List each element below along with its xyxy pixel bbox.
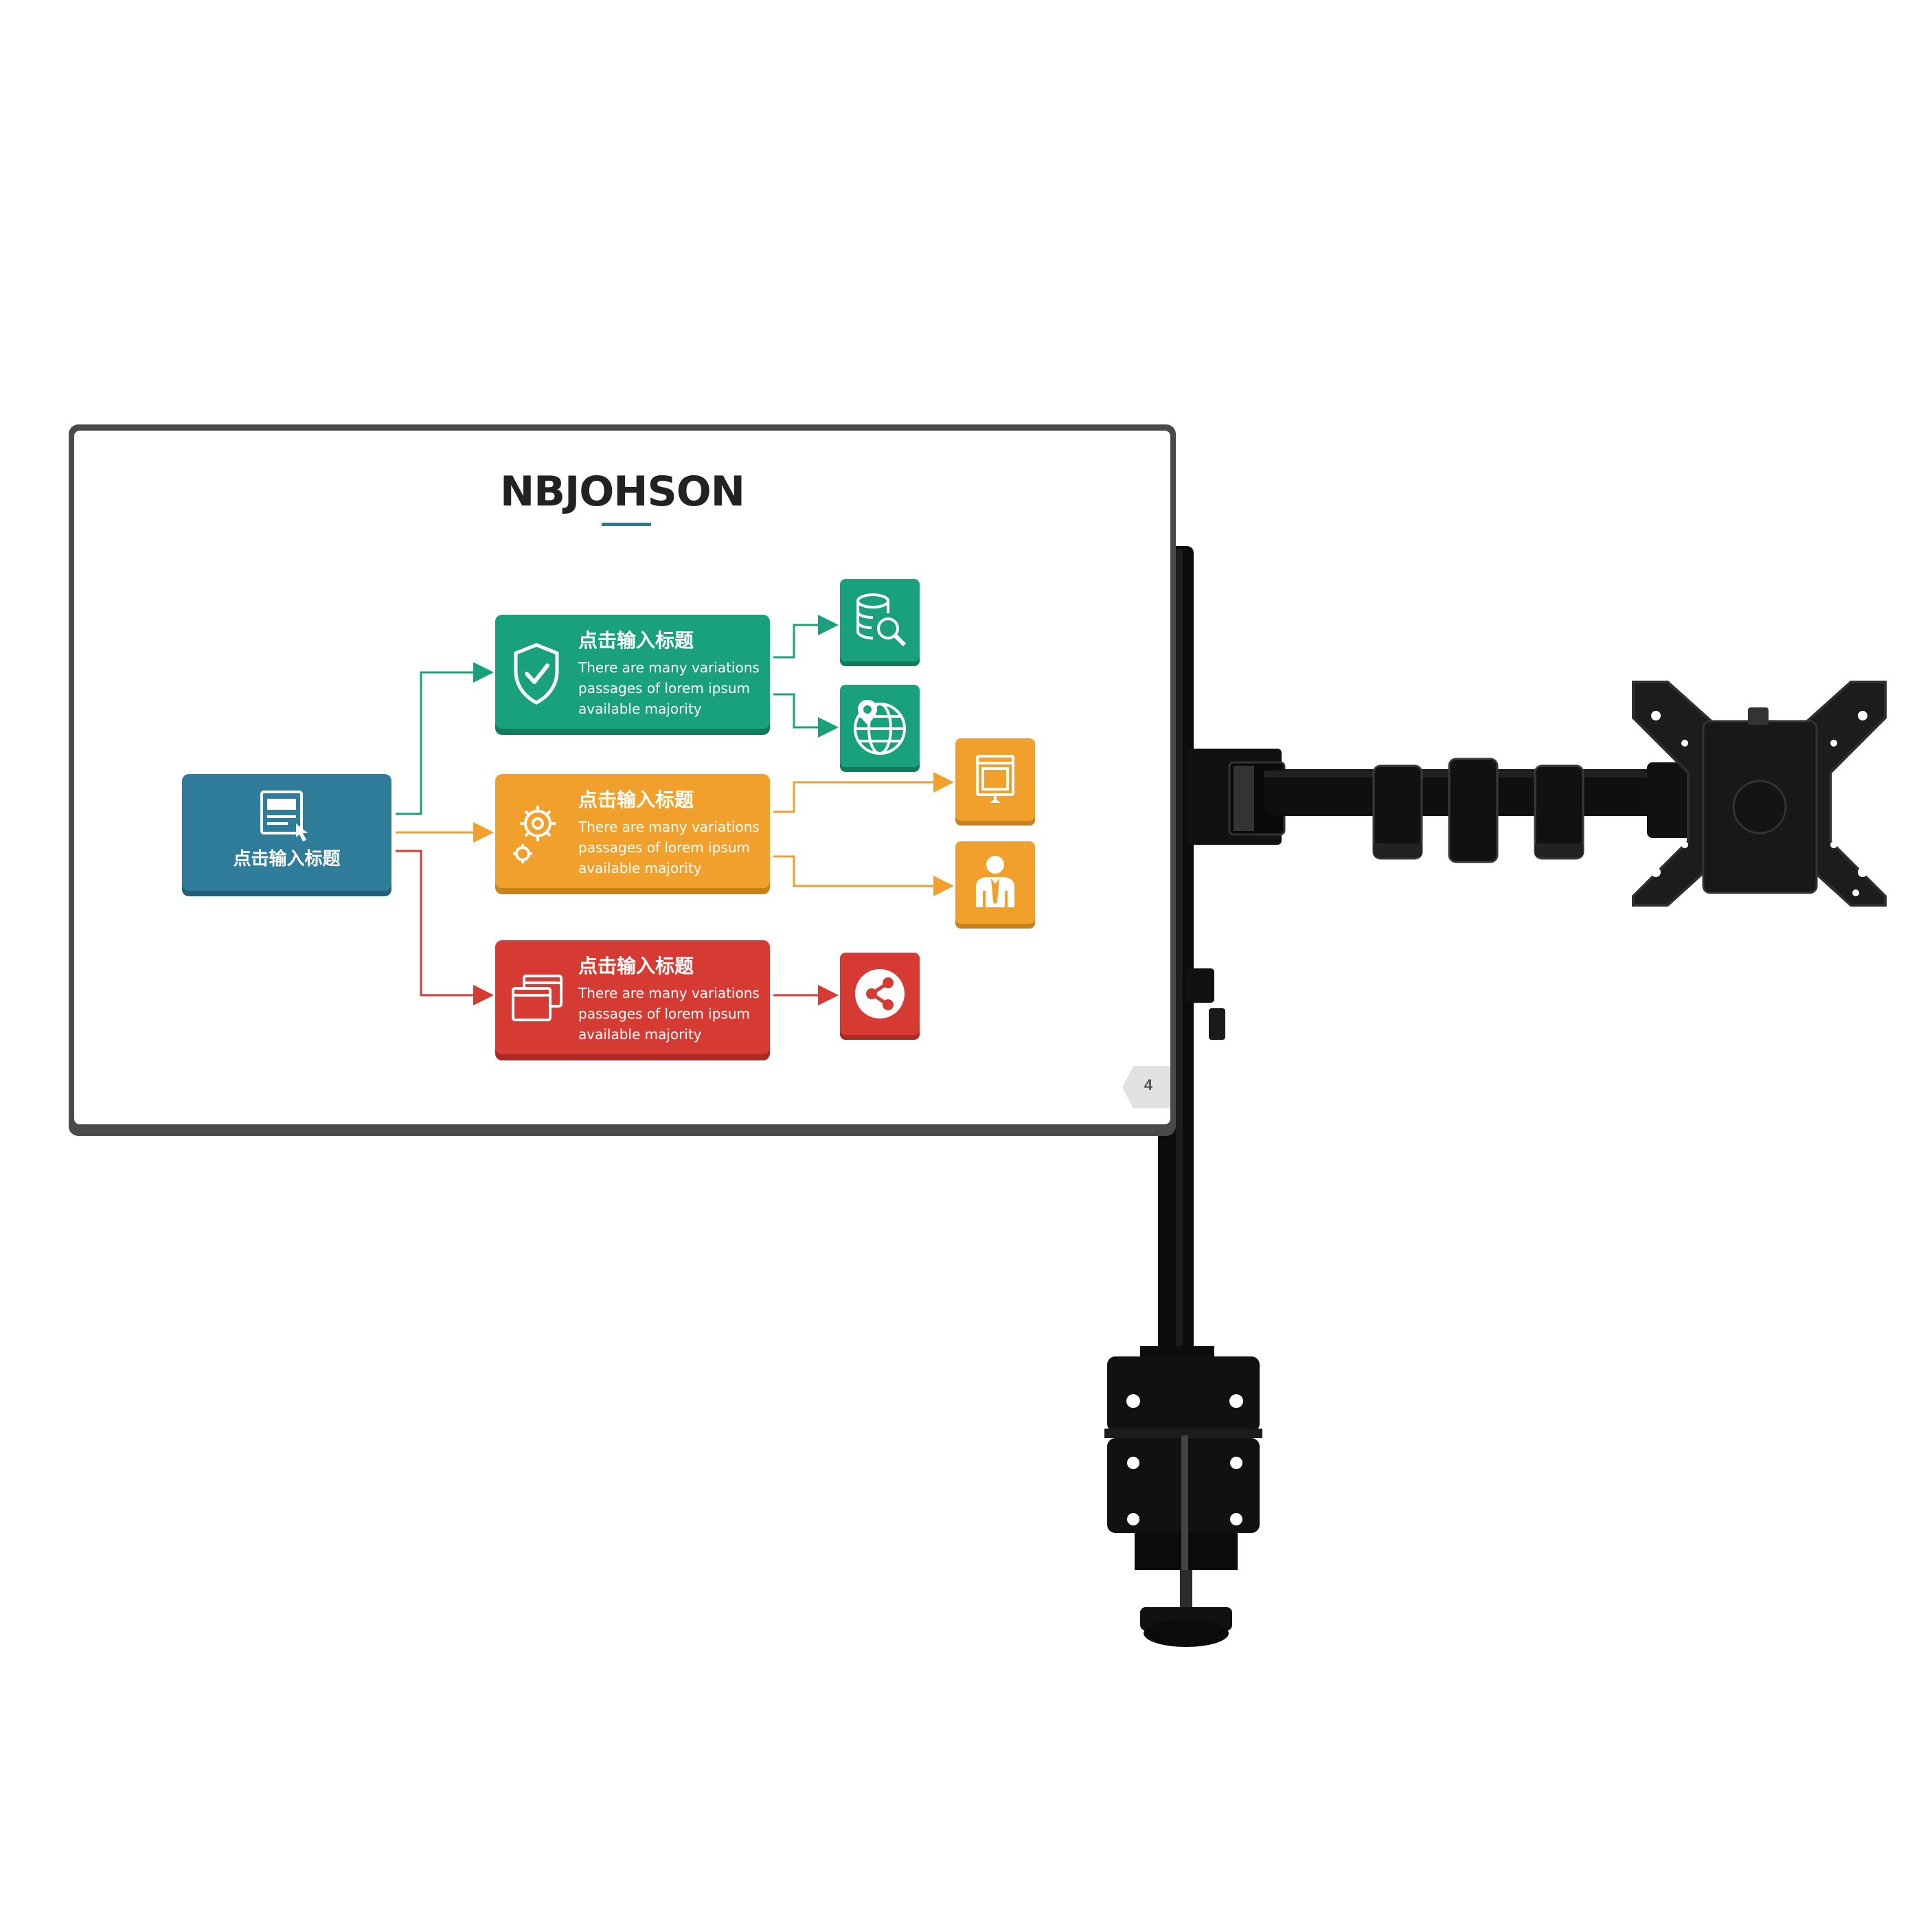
monitor-tile (955, 738, 1035, 821)
topic-card-title: 点击输入标题 (578, 630, 694, 651)
database-search-tile (840, 579, 920, 661)
topic-card-title: 点击输入标题 (578, 789, 694, 810)
source-card: 点击输入标题 (182, 774, 391, 891)
title-underline (602, 523, 651, 526)
globe-pin-icon (854, 700, 906, 755)
topic-card-green: 点击输入标题 There are many variations passage… (495, 615, 770, 729)
source-card-label: 点击输入标题 (233, 848, 341, 869)
topic-card-body: There are many variations passages of lo… (578, 659, 760, 717)
page-number: 4 (1144, 1076, 1153, 1093)
monitor-screen: NBJOHSON 点击输入标题 (74, 431, 1170, 1124)
database-search-icon (856, 593, 907, 647)
document-pointer-icon (260, 791, 308, 841)
page-badge (1122, 1066, 1170, 1109)
flow-connectors (396, 615, 954, 1005)
brand-title: NBJOHSON (500, 468, 745, 516)
topic-card-title: 点击输入标题 (578, 955, 694, 977)
topic-card-body: There are many variations passages of lo… (578, 985, 760, 1043)
gears-icon (513, 806, 556, 863)
topic-card-red: 点击输入标题 There are many variations passage… (495, 940, 770, 1054)
share-icon (855, 969, 905, 1019)
browser-windows-icon (512, 975, 562, 1021)
businessman-tile (955, 841, 1035, 924)
topic-card-orange: 点击输入标题 There are many variations passage… (495, 774, 770, 888)
monitor-icon (976, 755, 1014, 803)
globe-pin-tile (840, 685, 920, 767)
share-tile (840, 953, 920, 1035)
shield-check-icon (514, 643, 559, 705)
topic-card-body: There are many variations passages of lo… (578, 819, 760, 876)
businessman-icon (976, 856, 1014, 907)
